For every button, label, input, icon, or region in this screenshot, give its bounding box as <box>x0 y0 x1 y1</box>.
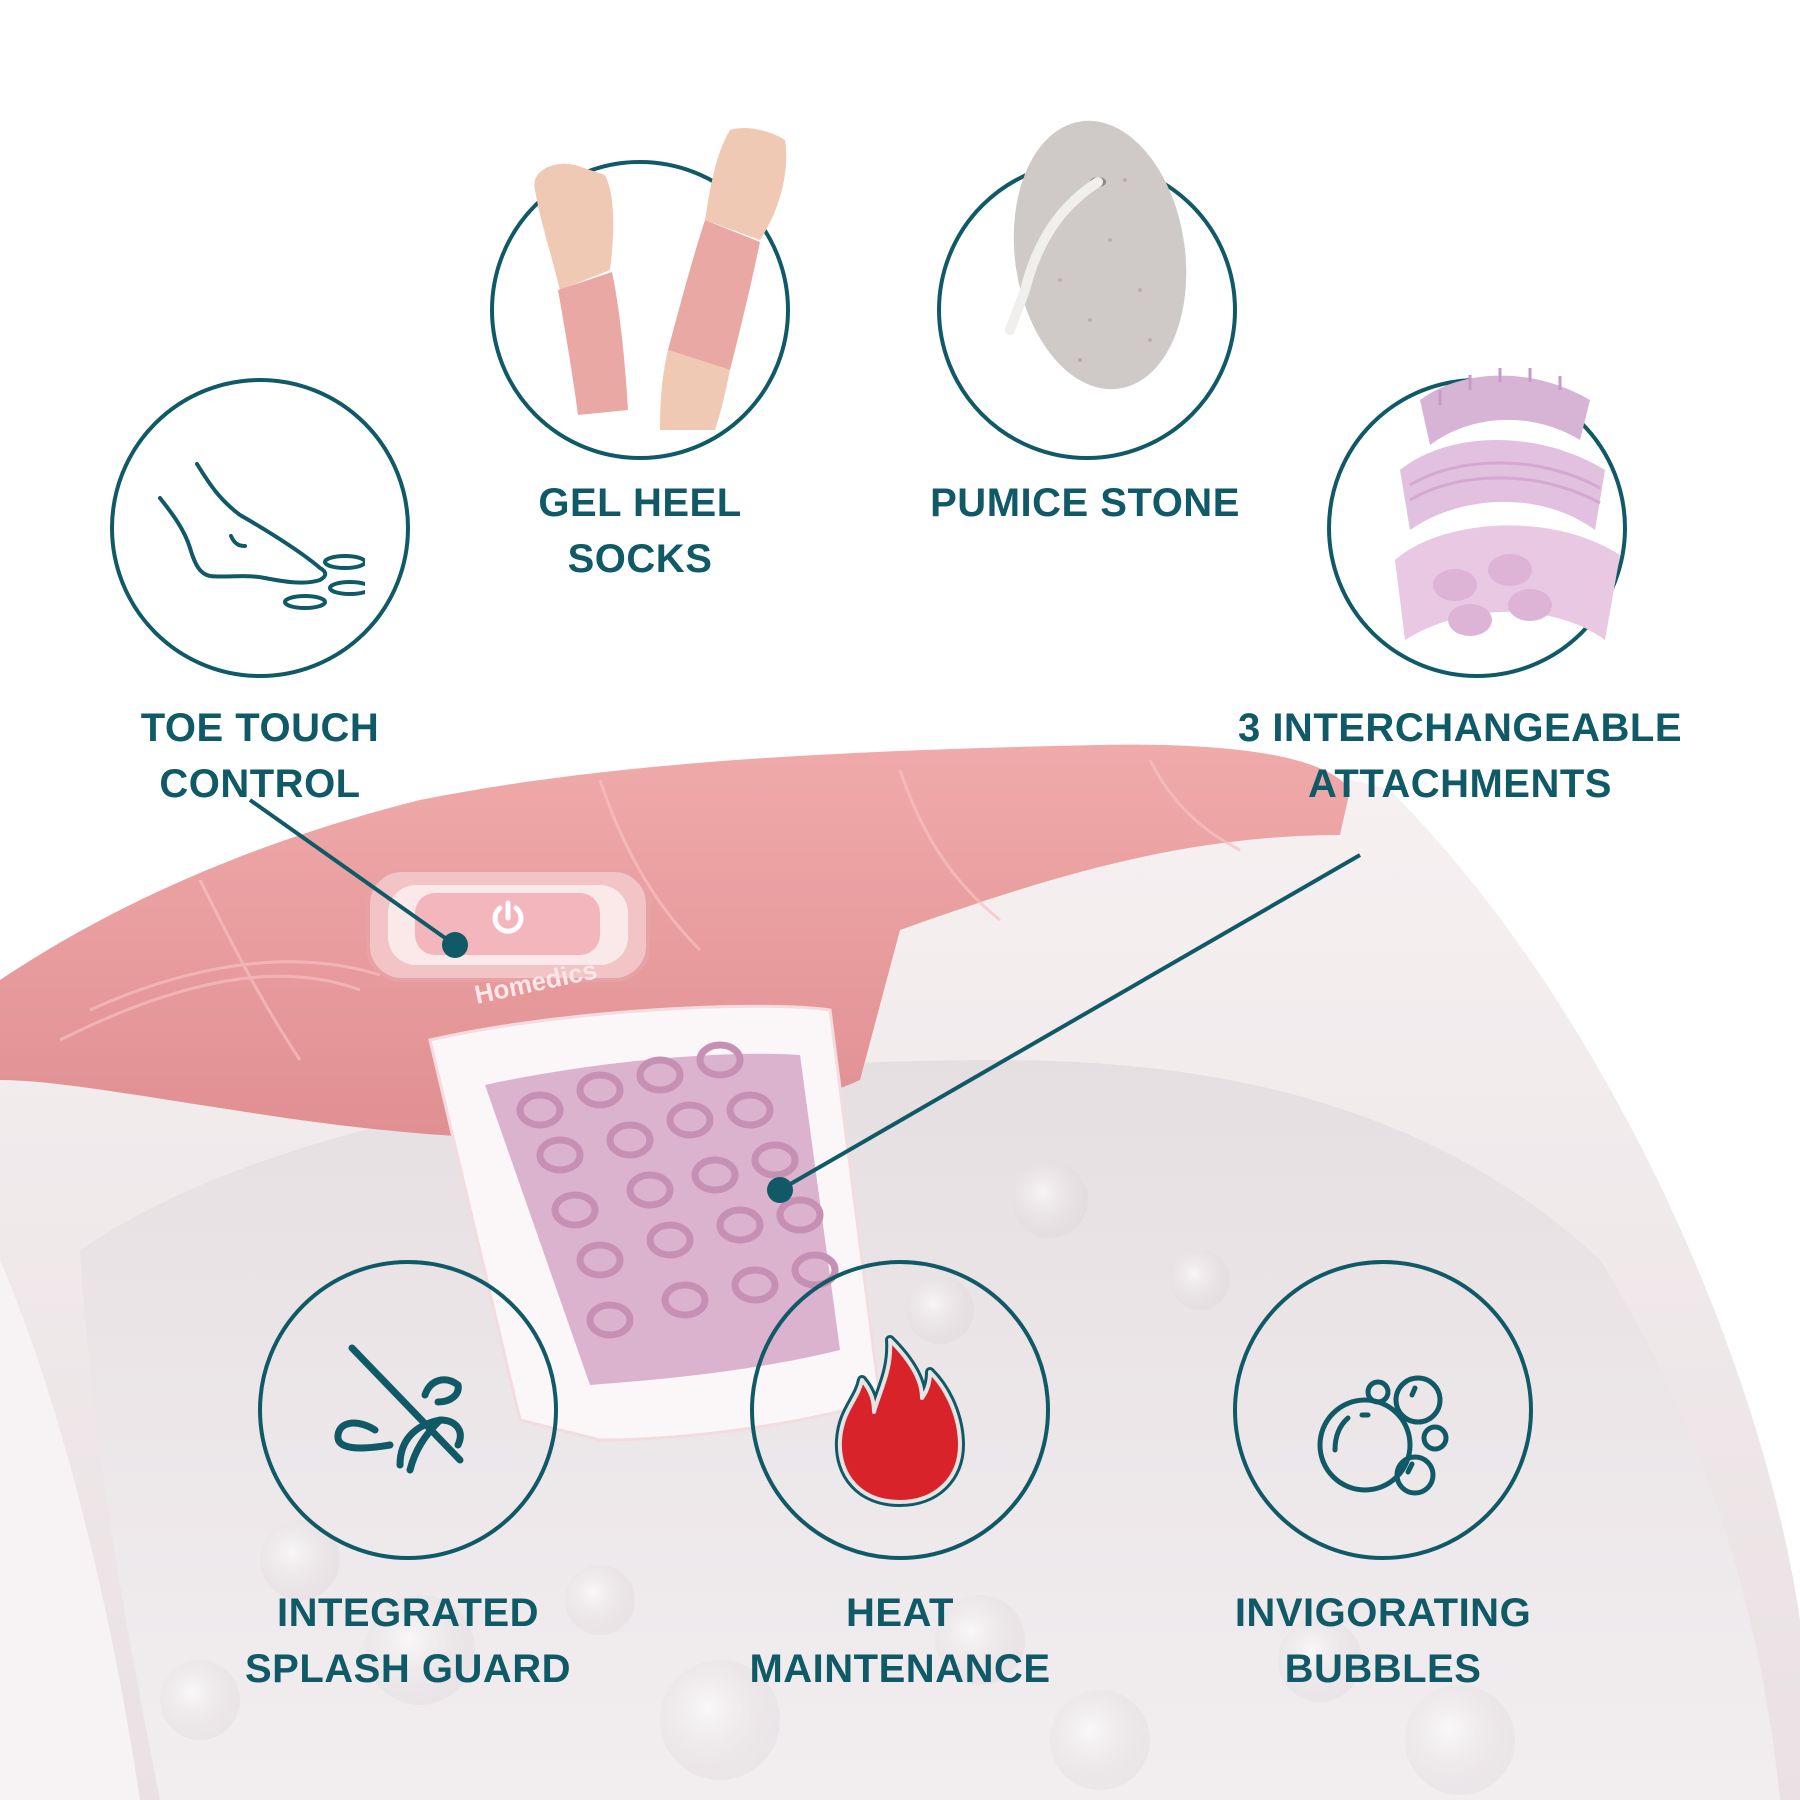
bubbles-ring <box>1233 1260 1533 1560</box>
feature-label-bubbles: INVIGORATING BUBBLES <box>1234 1591 1532 1691</box>
pumice-stone-photo <box>950 120 1220 420</box>
feature-label-gel-socks: GEL HEEL SOCKS <box>538 481 742 581</box>
feature-label-heat: HEAT MAINTENANCE <box>749 1591 1051 1691</box>
splash-guard-ring <box>258 1260 558 1560</box>
gel-socks-ring <box>490 160 790 460</box>
gel-sock-photo <box>500 120 800 430</box>
feature-label-pumice: PUMICE STONE <box>930 481 1240 525</box>
no-splash-icon <box>330 1340 480 1480</box>
foot-touch-icon <box>155 460 365 610</box>
feature-label-toe-touch: TOE TOUCH CONTROL <box>140 706 380 806</box>
power-button[interactable] <box>488 898 528 938</box>
feature-label-splash-guard: INTEGRATED SPLASH GUARD <box>244 1591 572 1691</box>
toe-touch-ring <box>110 378 410 678</box>
attachments-photo <box>1380 360 1640 650</box>
flame-icon <box>830 1320 970 1510</box>
feature-label-attachments: 3 INTERCHANGEABLE ATTACHMENTS <box>1237 706 1683 806</box>
power-icon <box>492 900 524 934</box>
bubbles-icon <box>1310 1340 1470 1500</box>
heat-ring <box>750 1260 1050 1560</box>
